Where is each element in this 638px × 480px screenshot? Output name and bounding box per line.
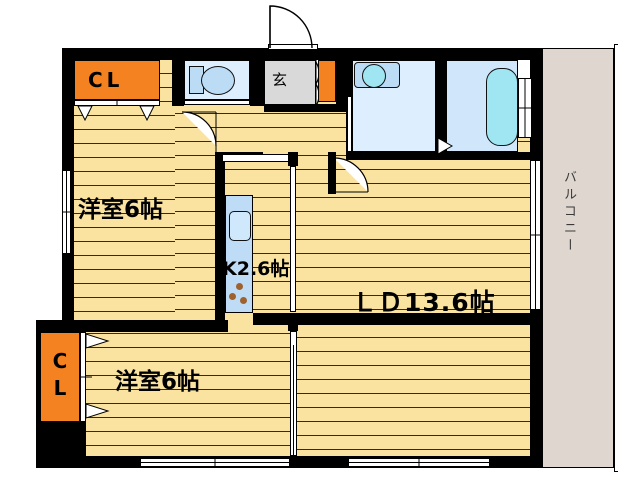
front-door-panel[interactable]: [268, 44, 318, 50]
stove-burner-1: [236, 283, 243, 290]
stove-burner-3: [240, 297, 247, 304]
wall-washroom-bottom: [346, 152, 442, 160]
wall-lower-divider-top: [288, 313, 298, 331]
wall-genkan-right: [336, 48, 346, 108]
closet-bottom-label: C L: [40, 348, 80, 402]
wall-toilet-right: [250, 48, 264, 106]
closet-top: [74, 60, 160, 100]
kitchen-label: K2.6帖: [222, 258, 290, 280]
wall-ld-door-jamb: [328, 152, 336, 194]
closet-bottom: [40, 332, 80, 422]
bathtub: [486, 68, 518, 146]
balcony-area: [542, 48, 614, 468]
wall-bath-left: [436, 48, 446, 160]
wall-toilet-left: [172, 48, 184, 106]
bedroom-bottom-label: 洋室6帖: [115, 369, 201, 395]
toilet-bowl: [201, 66, 235, 95]
toilet-door[interactable]: [184, 100, 250, 105]
genkan-label: 玄: [272, 71, 288, 89]
balcony-outer-rail: [614, 44, 618, 472]
closet-bottom-label-line2: L: [53, 376, 67, 400]
genkan-area: [264, 60, 316, 106]
wall-bath-bottom: [442, 152, 530, 160]
living-dining-label: ＬＤ13.6帖: [352, 288, 496, 317]
kitchen-sink: [229, 211, 251, 241]
balcony-label: バルコニー: [561, 170, 576, 255]
wall-closet-bottom-base: [48, 422, 86, 456]
wall-genkan-bottom: [264, 104, 346, 112]
bedroom-top-label: 洋室6帖: [78, 197, 164, 223]
closet-bottom-label-line1: C: [52, 349, 68, 373]
ld-partition-door-upper[interactable]: [290, 166, 296, 312]
wall-corridor-right: [288, 152, 298, 166]
washbasin-bowl: [362, 64, 386, 88]
stove-burner-2: [229, 293, 236, 300]
shoe-box: [318, 60, 336, 102]
washroom-door[interactable]: [347, 96, 352, 152]
closet-top-label: CL: [88, 68, 124, 92]
wall-lower-bedroom-top-left: [48, 320, 228, 332]
wall-bedroom-top-right: [215, 158, 225, 320]
wall-lower-bedroom-top-right: [253, 313, 542, 325]
